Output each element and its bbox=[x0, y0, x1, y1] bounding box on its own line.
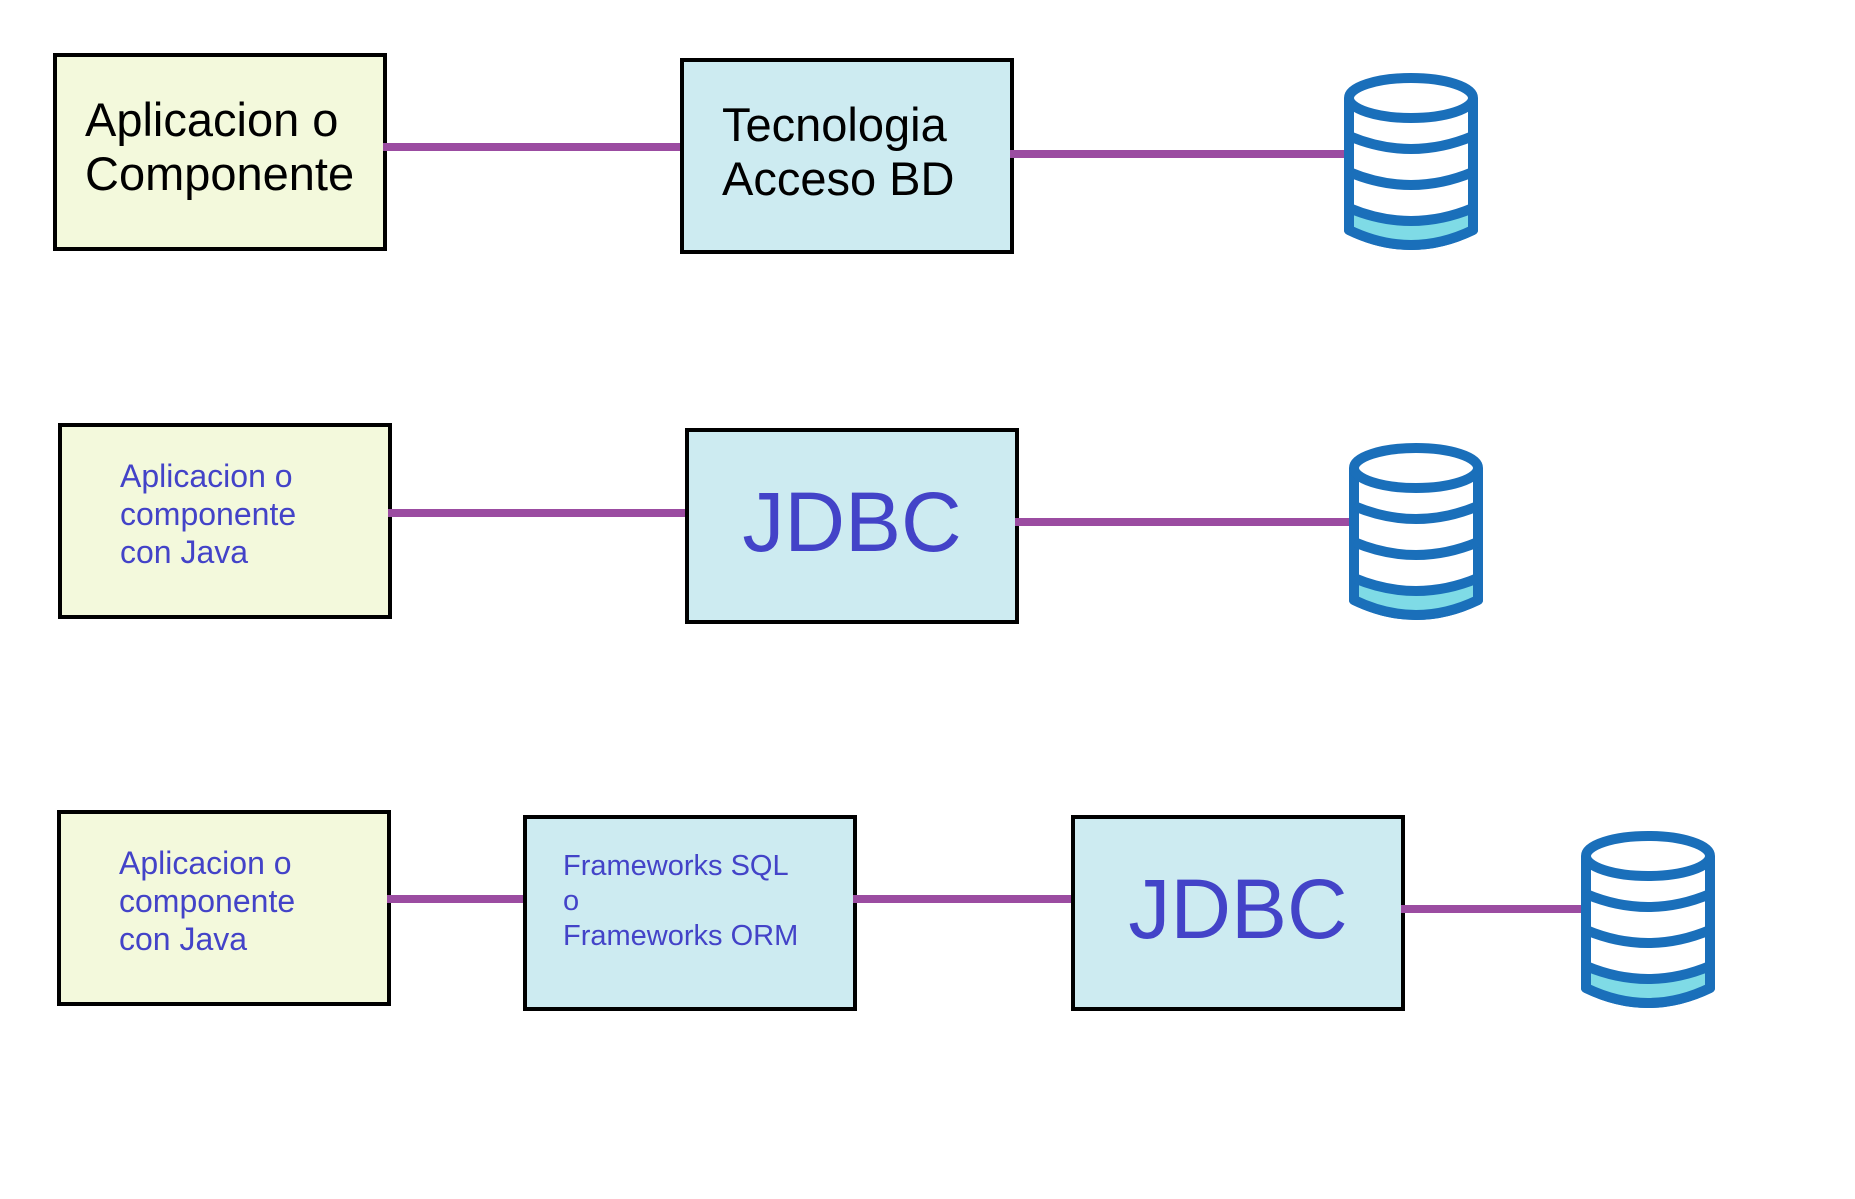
frameworks-label: Frameworks SQL o Frameworks ORM bbox=[563, 850, 799, 952]
app-component-label: Aplicacion o Componente bbox=[85, 93, 355, 200]
java-app-label: Aplicacion o componente con Java bbox=[120, 458, 297, 570]
db-access-technology-label: Tecnologia Acceso BD bbox=[722, 98, 955, 205]
jdbc-label: JDBC bbox=[1128, 862, 1348, 956]
jdbc-box: JDBC bbox=[1071, 815, 1405, 1011]
connector-line bbox=[387, 895, 527, 903]
database-icon bbox=[1346, 442, 1486, 622]
connector-line bbox=[1401, 905, 1586, 913]
database-icon bbox=[1341, 72, 1481, 252]
app-component-box: Aplicacion o Componente bbox=[53, 53, 387, 251]
frameworks-box: Frameworks SQL o Frameworks ORM bbox=[523, 815, 857, 1011]
db-access-technology-box: Tecnologia Acceso BD bbox=[680, 58, 1014, 254]
connector-line bbox=[388, 509, 690, 517]
jdbc-label: JDBC bbox=[742, 475, 962, 569]
java-app-label: Aplicacion o componente con Java bbox=[119, 845, 296, 957]
jdbc-box: JDBC bbox=[685, 428, 1019, 624]
connector-line bbox=[1010, 150, 1350, 158]
java-app-box: Aplicacion o componente con Java bbox=[58, 423, 392, 619]
connector-line bbox=[1015, 518, 1355, 526]
connector-line bbox=[383, 143, 683, 151]
java-app-box: Aplicacion o componente con Java bbox=[57, 810, 391, 1006]
database-icon bbox=[1578, 830, 1718, 1010]
connector-line bbox=[853, 895, 1075, 903]
